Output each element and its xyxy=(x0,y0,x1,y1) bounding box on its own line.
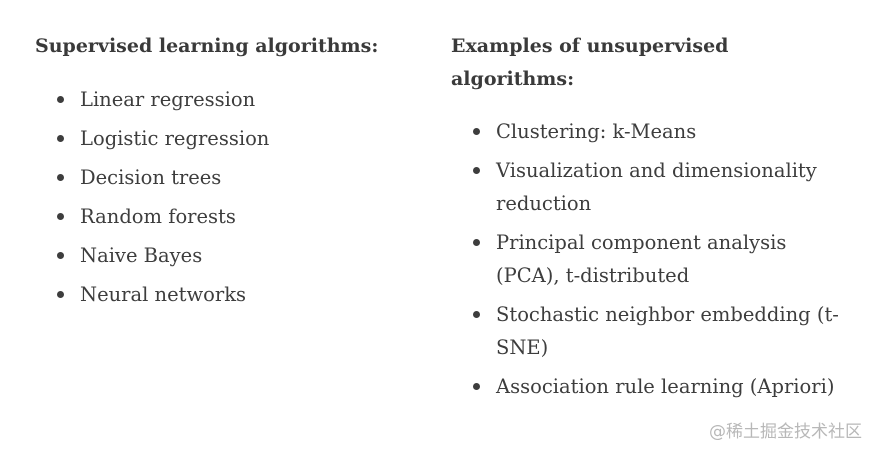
bullet-icon xyxy=(57,213,64,220)
list-item: Association rule learning (Apriori) xyxy=(451,370,851,403)
list-item: Clustering: k-Means xyxy=(451,115,851,148)
bullet-icon xyxy=(57,291,64,298)
list-item-label: Clustering: k-Means xyxy=(496,120,697,143)
list-item: Neural networks xyxy=(35,278,415,311)
bullet-icon xyxy=(473,311,480,318)
list-item-label: Linear regression xyxy=(80,88,256,111)
list-item: Naive Bayes xyxy=(35,239,415,272)
list-item-label-continued: SNE) xyxy=(496,336,549,359)
list-item-label: Random forests xyxy=(80,205,236,228)
list-item-label-continued: reduction xyxy=(496,192,592,215)
list-item: Linear regression xyxy=(35,83,415,116)
unsupervised-list: Clustering: k-Means Visualization and di… xyxy=(451,115,851,403)
list-item-label: Decision trees xyxy=(80,166,222,189)
unsupervised-heading-line2: algorithms: xyxy=(451,68,575,90)
bullet-icon xyxy=(57,174,64,181)
list-item: Decision trees xyxy=(35,161,415,194)
bullet-icon xyxy=(473,128,480,135)
list-item: Principal component analysis (PCA), t-dis… xyxy=(451,226,851,292)
bullet-icon xyxy=(57,96,64,103)
bullet-icon xyxy=(473,383,480,390)
list-item-label: Visualization and dimensionality xyxy=(496,159,817,182)
unsupervised-column: Examples of unsupervised algorithms: Clu… xyxy=(451,30,851,409)
bullet-icon xyxy=(473,167,480,174)
watermark: @稀土掘金技术社区 xyxy=(709,422,862,442)
unsupervised-heading-line1: Examples of unsupervised xyxy=(451,35,729,57)
list-item-label: Association rule learning (Apriori) xyxy=(496,375,835,398)
list-item-label: Naive Bayes xyxy=(80,244,203,267)
list-item: Visualization and dimensionality reductio… xyxy=(451,154,851,220)
list-item: Logistic regression xyxy=(35,122,415,155)
list-item-label: Neural networks xyxy=(80,283,247,306)
supervised-list: Linear regression Logistic regression De… xyxy=(35,83,415,311)
unsupervised-heading: Examples of unsupervised algorithms: xyxy=(451,30,851,96)
bullet-icon xyxy=(57,135,64,142)
bullet-icon xyxy=(473,239,480,246)
list-item-label: Logistic regression xyxy=(80,127,270,150)
supervised-column: Supervised learning algorithms: Linear r… xyxy=(35,30,415,317)
list-item-label-continued: (PCA), t-distributed xyxy=(496,264,690,287)
list-item: Stochastic neighbor embedding (t- SNE) xyxy=(451,298,851,364)
list-item-label: Principal component analysis xyxy=(496,231,787,254)
list-item-label: Stochastic neighbor embedding (t- xyxy=(496,303,839,326)
bullet-icon xyxy=(57,252,64,259)
supervised-heading: Supervised learning algorithms: xyxy=(35,35,379,57)
list-item: Random forests xyxy=(35,200,415,233)
